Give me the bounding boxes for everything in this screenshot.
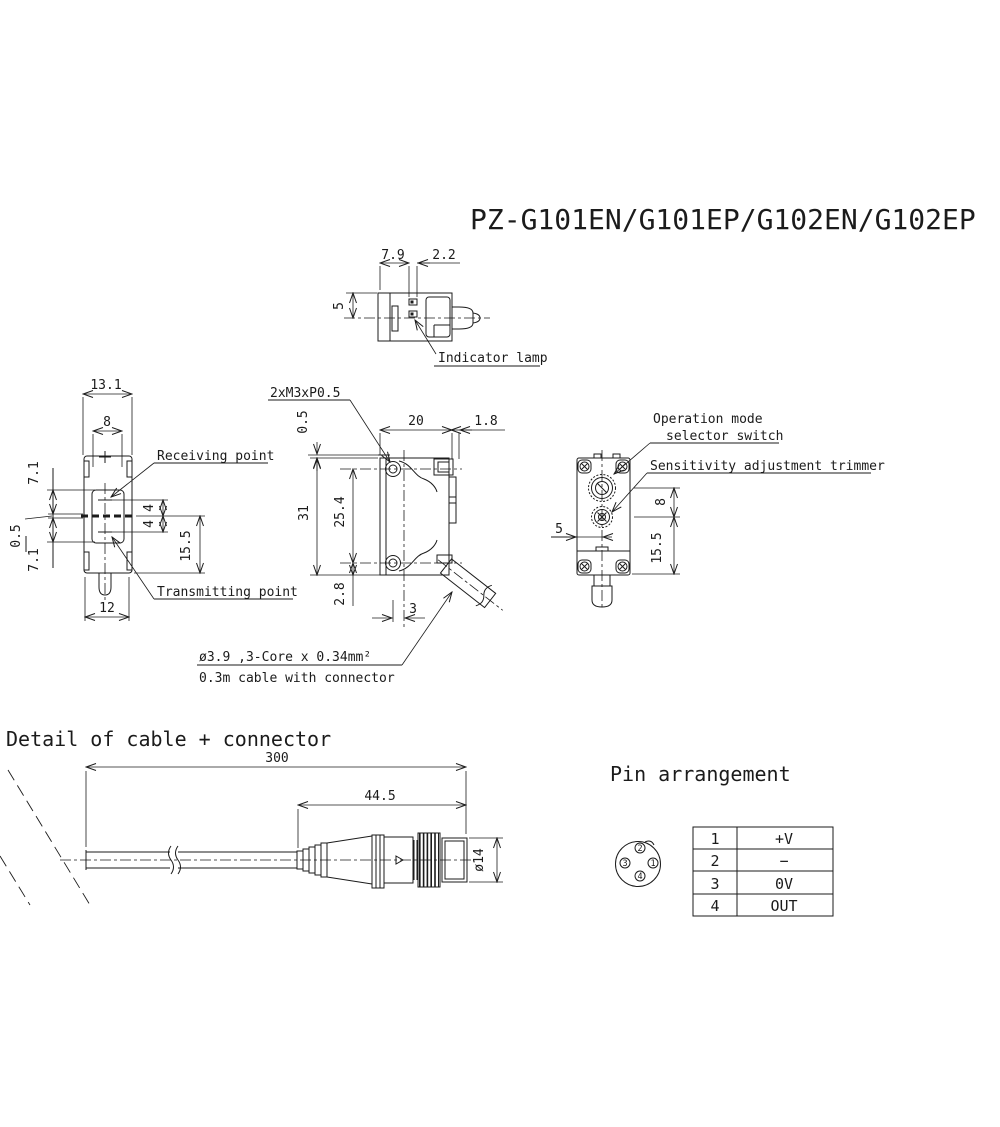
connector-face: 2 3 1 4 — [615, 840, 661, 887]
dim-20: 20 — [408, 414, 424, 429]
dim-0-5-side: 0.5 — [296, 410, 311, 433]
table-row: 3 0V — [710, 875, 793, 893]
table-row: 4 OUT — [710, 897, 797, 915]
dim-8-rear: 8 — [654, 498, 669, 506]
dim-4-lower: 4 — [142, 520, 157, 528]
table-row: 2 − — [710, 852, 788, 870]
face-pin-3: 3 — [622, 859, 627, 869]
indicator-lamp-label: Indicator lamp — [438, 351, 548, 366]
dim-15-5-rear: 15.5 — [650, 532, 665, 563]
cable-detail-view: Detail of cable + connector — [0, 727, 503, 906]
dim-44-5: 44.5 — [364, 789, 395, 804]
cable-stub-rear — [591, 585, 613, 608]
pin-number: 3 — [710, 875, 719, 893]
table-row: 1 +V — [710, 830, 793, 848]
dim-300: 300 — [265, 751, 288, 766]
dim-25-4: 25.4 — [333, 496, 348, 527]
pin-signal: − — [779, 852, 788, 870]
mode-switch-label-line1: Operation mode — [653, 412, 763, 427]
dim-12: 12 — [99, 601, 115, 616]
receiving-point-label: Receiving point — [157, 449, 274, 464]
dim-4-upper: 4 — [142, 504, 157, 512]
dim-0-5-front: 0.5 — [9, 524, 24, 547]
key-notch — [644, 840, 655, 846]
face-pin-4: 4 — [637, 872, 642, 882]
pin-number: 2 — [710, 852, 719, 870]
rear-view: Operation mode selector switch Sensitivi… — [551, 412, 885, 610]
face-pin-1: 1 — [650, 859, 655, 869]
pin-signal: OUT — [770, 897, 797, 915]
mode-switch-label-line2: selector switch — [666, 429, 783, 444]
cable-detail-heading: Detail of cable + connector — [6, 727, 331, 751]
indicator-lamp-lower — [408, 310, 418, 318]
dim-1-8: 1.8 — [474, 414, 497, 429]
pin-number: 1 — [710, 830, 719, 848]
cable-stub-front — [98, 573, 112, 596]
screw-thread-label: 2xM3xP0.5 — [270, 386, 340, 401]
pin-signal: +V — [775, 830, 793, 848]
top-view: 7.9 2.2 5 Indicator lamp — [332, 248, 548, 367]
dim-3: 3 — [409, 602, 417, 617]
dim-8-front: 8 — [103, 415, 111, 430]
cable-exit — [437, 558, 503, 611]
side-view: 2xM3xP0.5 0.5 20 1.8 31 25.4 2.8 3 — [197, 386, 505, 686]
dim-7-1-upper: 7.1 — [27, 461, 42, 484]
pin-signal: 0V — [775, 875, 793, 893]
dim-7-9: 7.9 — [381, 248, 404, 263]
dim-7-1-lower: 7.1 — [27, 548, 42, 571]
dim-5-top: 5 — [332, 302, 347, 310]
pin-arrangement-heading: Pin arrangement — [610, 762, 791, 786]
dim-15-5-front: 15.5 — [179, 530, 194, 561]
dim-dia-14: ø14 — [472, 848, 487, 872]
dim-2-8: 2.8 — [333, 582, 348, 605]
page-title: PZ-G101EN/G101EP/G102EN/G102EP — [470, 203, 976, 236]
pin-table: 1 +V 2 − 3 0V 4 OUT — [692, 826, 834, 917]
dim-31: 31 — [297, 505, 312, 521]
pin-arrangement: Pin arrangement 2 3 1 4 1 +V — [610, 762, 834, 917]
cable-length-note: 0.3m cable with connector — [199, 671, 395, 686]
dim-2-2: 2.2 — [432, 248, 455, 263]
indicator-lamp-upper — [408, 298, 418, 306]
front-view: 13.1 8 7.1 7.1 0.5 4 4 15.5 12 — [9, 378, 298, 621]
dim-13-1: 13.1 — [90, 378, 121, 393]
transmitting-point-label: Transmitting point — [157, 585, 298, 600]
pin-number: 4 — [710, 897, 719, 915]
cable-spec-note: ø3.9 ,3-Core x 0.34mm² — [199, 650, 371, 665]
dim-5-rear: 5 — [555, 522, 563, 537]
face-pin-2: 2 — [637, 844, 642, 854]
sensitivity-label: Sensitivity adjustment trimmer — [650, 459, 885, 474]
